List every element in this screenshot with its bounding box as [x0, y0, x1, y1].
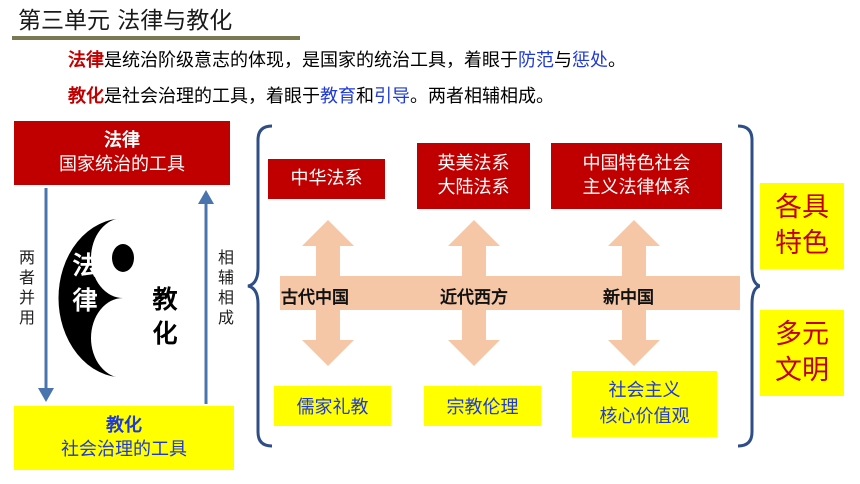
intro-1-part-1: 是社会治理的工具，着眼于	[104, 86, 320, 107]
left-bracket	[247, 124, 273, 448]
confucian-ethics-label: 儒家礼教	[296, 397, 369, 418]
right-side-char: 成	[218, 308, 235, 327]
yang-dot	[112, 244, 134, 272]
right-side-text: 相辅相成	[218, 248, 234, 328]
arrow-up-ancient	[302, 220, 354, 276]
intro-line-education: 教化是社会治理的工具，着眼于教育和引导。两者相辅相成。	[68, 84, 554, 110]
law-box: 法律 国家统治的工具	[14, 121, 230, 185]
confucian-ethics-box: 儒家礼教	[274, 386, 391, 426]
religious-ethics-label: 宗教伦理	[446, 397, 519, 418]
era-new-china: 新中国	[603, 288, 654, 308]
socialist-legal-system-box: 中国特色社会 主义法律体系	[551, 143, 722, 209]
left-side-char: 并	[19, 288, 36, 307]
law-box-title: 法律	[104, 130, 140, 151]
right-bracket	[737, 124, 760, 448]
yin-yang-char-3: 教	[152, 285, 178, 314]
left-side-char: 两	[19, 248, 36, 267]
intro-1-part-2: 教育	[320, 86, 356, 107]
chinese-legal-system-label: 中华法系	[290, 168, 363, 189]
arrow-up-new	[608, 220, 660, 276]
title-underline	[12, 36, 300, 40]
diverse-line-1: 多元	[775, 319, 829, 350]
yin-yang-char-2: 律	[72, 286, 97, 315]
distinct-features-box: 各具 特色	[760, 183, 844, 269]
socialist-values-box: 社会主义 核心价值观	[572, 371, 717, 437]
socialist-values-line-2: 核心价值观	[599, 406, 690, 427]
civil-law-label: 大陆法系	[437, 177, 510, 198]
page-title: 第三单元 法律与教化	[18, 8, 233, 34]
intro-0-part-1: 是统治阶级意志的体现，是国家的统治工具，着眼于	[104, 50, 518, 71]
arrow-up-west	[448, 220, 500, 276]
intro-1-part-0: 教化	[68, 86, 104, 107]
yin-yang-char-4: 化	[152, 319, 177, 348]
left-side-text: 两者并用	[19, 248, 35, 328]
era-arrows	[302, 220, 660, 366]
arrow-down-west	[448, 310, 500, 366]
socialist-legal-line-2: 主义法律体系	[582, 177, 691, 198]
chinese-legal-system-box: 中华法系	[268, 159, 385, 199]
education-box-desc: 社会治理的工具	[61, 439, 187, 460]
religious-ethics-box: 宗教伦理	[424, 386, 541, 426]
yin-dot	[112, 324, 134, 352]
diverse-line-2: 文明	[775, 355, 829, 386]
law-box-desc: 国家统治的工具	[59, 154, 185, 175]
right-side-char: 相	[218, 288, 235, 307]
up-arrow-head	[198, 190, 214, 204]
intro-0-part-0: 法律	[68, 50, 104, 71]
education-box-title: 教化	[106, 415, 142, 436]
right-side-char: 相	[218, 248, 235, 267]
socialist-values-line-1: 社会主义	[608, 380, 681, 401]
arrow-down-new	[608, 310, 660, 366]
left-side-char: 者	[19, 268, 36, 287]
era-ancient-china: 古代中国	[281, 288, 349, 308]
yin-yang-symbol: 法 律 教 化	[57, 217, 189, 379]
intro-0-part-5: 。	[608, 50, 626, 71]
comparison-graphic	[247, 124, 760, 448]
arrow-down-ancient	[302, 310, 354, 366]
yin-yang-outline	[57, 217, 189, 379]
intro-0-part-4: 惩处	[572, 50, 608, 71]
right-side-char: 辅	[218, 268, 235, 287]
horizontal-band	[280, 276, 740, 310]
distinct-line-2: 特色	[775, 228, 829, 259]
intro-1-part-5: 。两者相辅相成。	[410, 86, 554, 107]
intro-line-law: 法律是统治阶级意志的体现，是国家的统治工具，着眼于防范与惩处。	[68, 48, 626, 74]
intro-0-part-3: 与	[554, 50, 572, 71]
intro-0-part-2: 防范	[518, 50, 554, 71]
education-box: 教化 社会治理的工具	[14, 406, 234, 470]
vertical-arrows	[38, 188, 214, 404]
diverse-civilization-box: 多元 文明	[760, 310, 844, 396]
left-side-char: 用	[19, 308, 36, 327]
yin-yang-char-1: 法	[72, 251, 97, 280]
socialist-legal-line-1: 中国特色社会	[582, 153, 691, 174]
intro-1-part-4: 引导	[374, 86, 410, 107]
western-legal-systems-box: 英美法系 大陆法系	[417, 143, 530, 209]
down-arrow-head	[38, 388, 54, 402]
intro-1-part-3: 和	[356, 86, 374, 107]
common-law-label: 英美法系	[437, 153, 510, 174]
era-modern-west: 近代西方	[440, 288, 508, 308]
distinct-line-1: 各具	[775, 192, 829, 223]
